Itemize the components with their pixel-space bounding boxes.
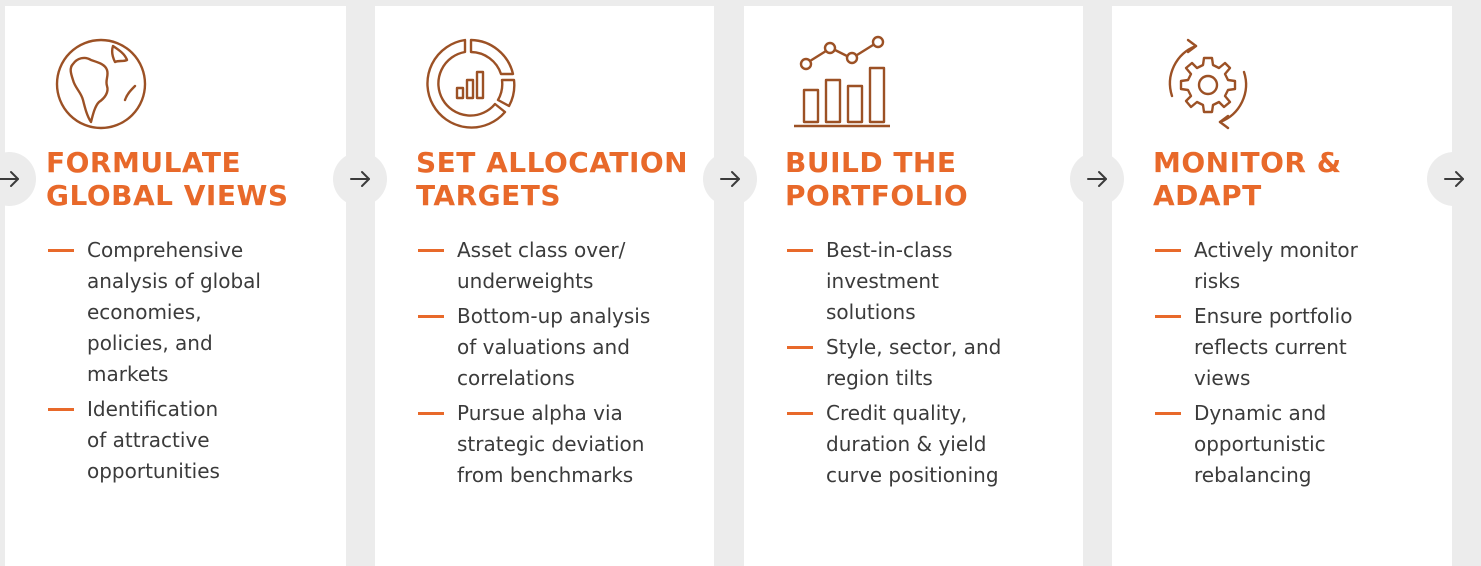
arrow-right-icon <box>1070 152 1124 206</box>
donut-bar-chart-icon <box>426 38 516 129</box>
step-title: MONITOR &ADAPT <box>1153 146 1342 212</box>
dash-marker <box>1155 412 1181 415</box>
arrow-right-icon <box>703 152 757 206</box>
list-item: Asset class over/underweights <box>416 235 656 297</box>
dash-marker <box>48 249 74 252</box>
arrow-right-icon <box>1427 152 1481 206</box>
dash-marker <box>1155 249 1181 252</box>
dash-marker <box>418 412 444 415</box>
bullet-list: Asset class over/underweights Bottom-up … <box>416 235 656 495</box>
arrow-right-icon <box>333 152 387 206</box>
dash-marker <box>787 249 813 252</box>
dash-marker <box>787 412 813 415</box>
dash-marker <box>48 408 74 411</box>
dash-marker <box>418 315 444 318</box>
globe-icon <box>55 38 147 130</box>
dash-marker <box>418 249 444 252</box>
dash-marker <box>1155 315 1181 318</box>
gear-refresh-icon <box>1168 38 1248 130</box>
dash-marker <box>787 346 813 349</box>
bar-line-chart-icon <box>794 35 890 128</box>
